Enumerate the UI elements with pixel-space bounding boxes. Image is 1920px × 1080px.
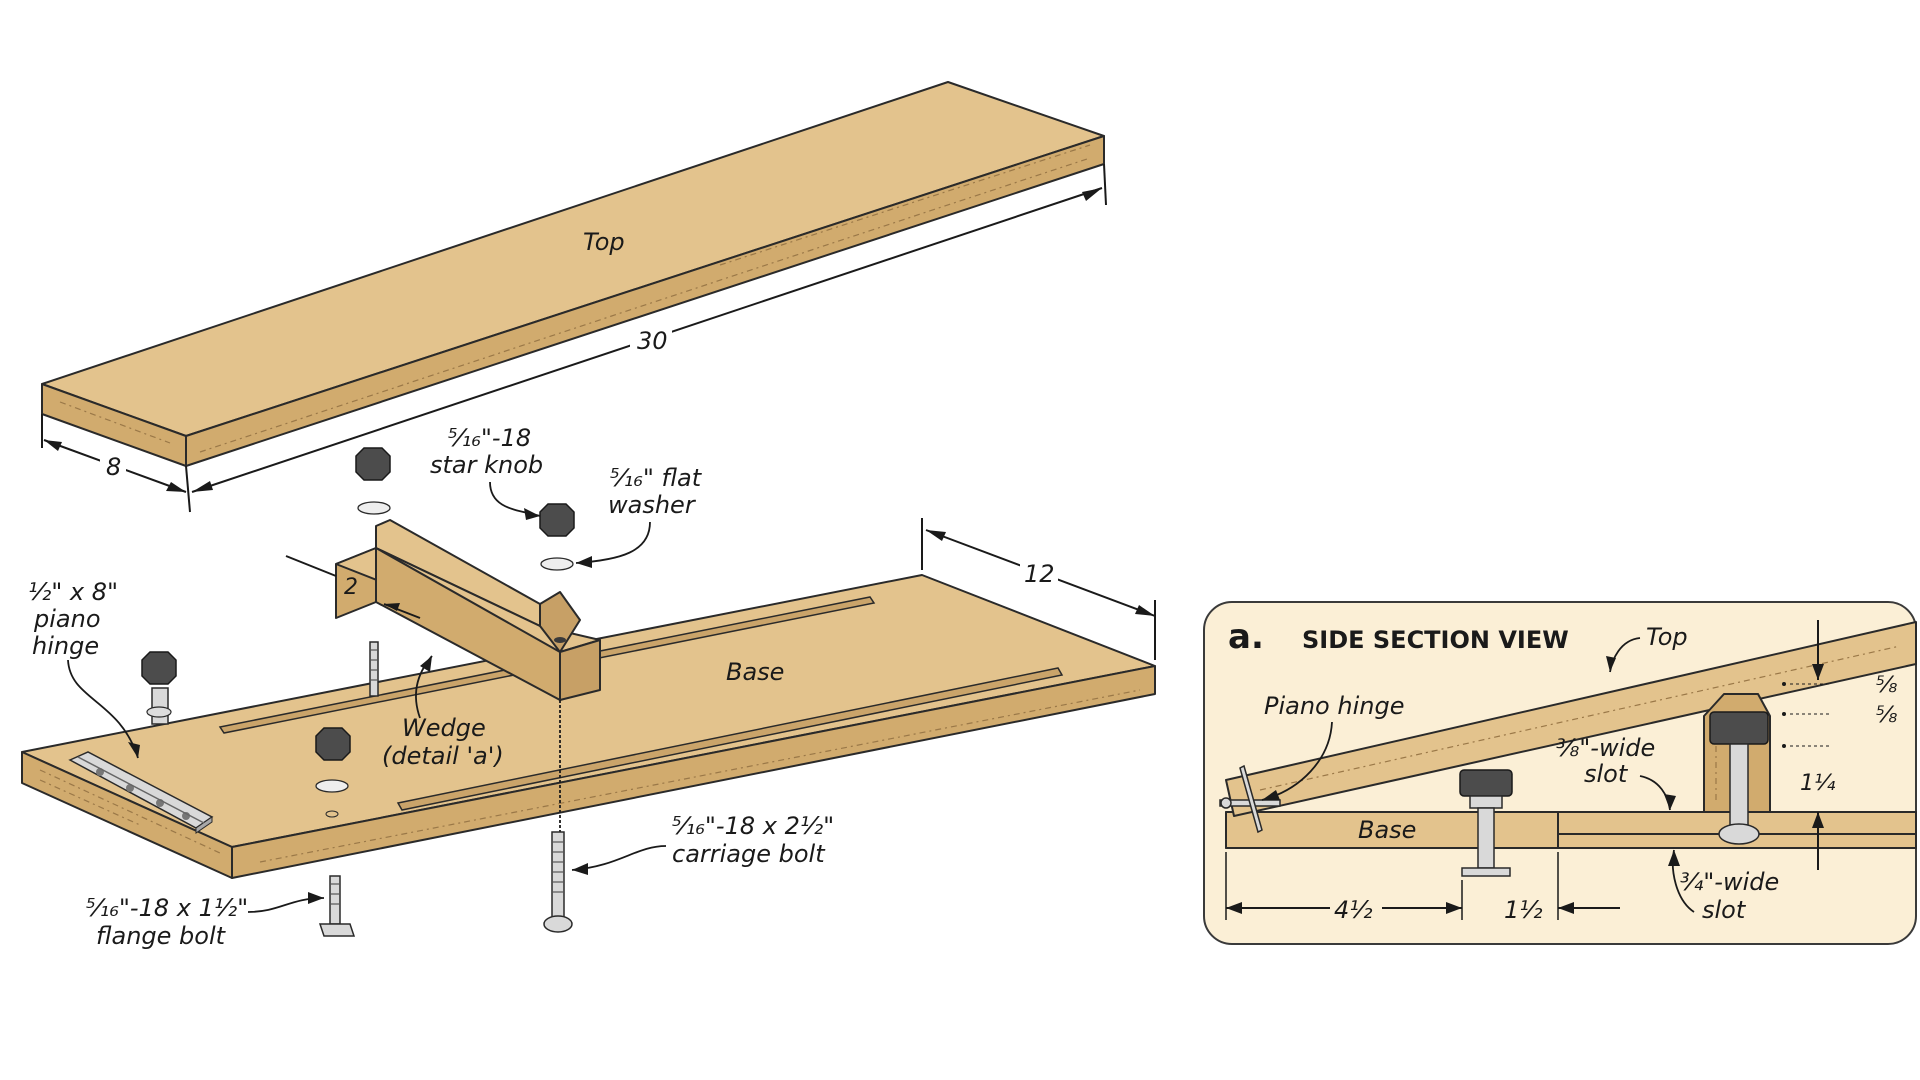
side-section-detail: a. SIDE SECTION VIEW Top Piano hinge <box>1203 601 1917 945</box>
svg-text:carriage bolt: carriage bolt <box>672 840 826 868</box>
svg-text:flange bolt: flange bolt <box>96 922 227 950</box>
svg-text:piano: piano <box>33 605 101 633</box>
detail-slot-38-line1: ⅜"-wide <box>1556 734 1655 762</box>
dimension-8 <box>41 414 187 493</box>
piano-hinge-label: ½" x 8" piano hinge <box>28 578 118 660</box>
wedge <box>335 519 601 701</box>
flange-bolt-label: ⁵⁄₁₆"-18 x 1½" flange bolt <box>86 894 248 950</box>
detail-top-label: Top <box>1646 623 1688 651</box>
wedge-label: Wedge (detail 'a') <box>382 714 504 770</box>
svg-text:star knob: star knob <box>430 451 543 479</box>
hanger-bolt <box>369 641 379 697</box>
base-panel <box>21 574 1156 879</box>
detail-slot-34-line1: ¾"-wide <box>1680 868 1779 896</box>
dimension-8-label: 8 <box>106 453 121 481</box>
dimension-2-label: 2 <box>344 575 358 600</box>
flat-washer-base <box>315 779 349 793</box>
detail-dim-114: 1¼ <box>1800 771 1836 796</box>
star-knob-top <box>355 447 391 515</box>
svg-text:washer: washer <box>608 491 697 519</box>
dimension-12 <box>921 518 1156 660</box>
svg-text:⁵⁄₁₆"-18: ⁵⁄₁₆"-18 <box>448 424 531 452</box>
svg-text:(detail 'a'): (detail 'a') <box>382 742 504 770</box>
slot-34-inch <box>396 667 1064 811</box>
top-panel <box>41 81 1105 467</box>
detail-slot-34-line2: slot <box>1702 896 1747 924</box>
svg-text:hinge: hinge <box>32 632 99 660</box>
carriage-bolt-label: ⁵⁄₁₆"-18 x 2½" carriage bolt <box>672 812 834 868</box>
dimension-12-label: 12 <box>1024 560 1055 588</box>
detail-piano-hinge-label: Piano hinge <box>1264 692 1404 720</box>
star-knob-right <box>539 503 575 571</box>
star-knob-leader <box>489 481 541 517</box>
flat-washer-right <box>540 557 574 571</box>
detail-base-label: Base <box>1358 816 1416 844</box>
detail-slot-38-line2: slot <box>1584 760 1629 788</box>
star-knob-label: ⁵⁄₁₆"-18 star knob <box>430 424 543 479</box>
dimension-2 <box>285 555 421 619</box>
detail-dim-412: 4½ <box>1334 896 1373 924</box>
base-label: Base <box>726 658 784 686</box>
svg-text:Wedge: Wedge <box>402 714 486 742</box>
svg-text:½" x 8": ½" x 8" <box>28 578 118 606</box>
top-label: Top <box>583 228 625 256</box>
svg-text:⁵⁄₁₆" flat: ⁵⁄₁₆" flat <box>610 464 703 492</box>
carriage-bolt <box>543 831 573 933</box>
star-knob-base <box>315 727 351 818</box>
detail-dim-58-a: ⅝ <box>1876 673 1897 698</box>
flat-washer-leader <box>575 521 651 564</box>
flat-washer-label: ⁵⁄₁₆" flat washer <box>608 464 703 519</box>
detail-title: SIDE SECTION VIEW <box>1302 626 1569 654</box>
piano-hinge <box>68 751 214 834</box>
svg-text:⁵⁄₁₆"-18 x 1½": ⁵⁄₁₆"-18 x 1½" <box>86 894 248 922</box>
svg-text:⁵⁄₁₆"-18 x 2½": ⁵⁄₁₆"-18 x 2½" <box>672 812 834 840</box>
detail-dim-58-b: ⅝ <box>1876 703 1897 728</box>
dimension-30 <box>185 163 1107 513</box>
detail-dim-112: 1½ <box>1504 896 1543 924</box>
star-knob-left <box>141 651 177 725</box>
detail-letter: a. <box>1228 617 1264 657</box>
dimension-30-label: 30 <box>637 327 668 355</box>
piano-hinge-leader <box>67 659 139 759</box>
flange-bolt <box>318 875 356 937</box>
flat-washer-top <box>357 501 391 515</box>
